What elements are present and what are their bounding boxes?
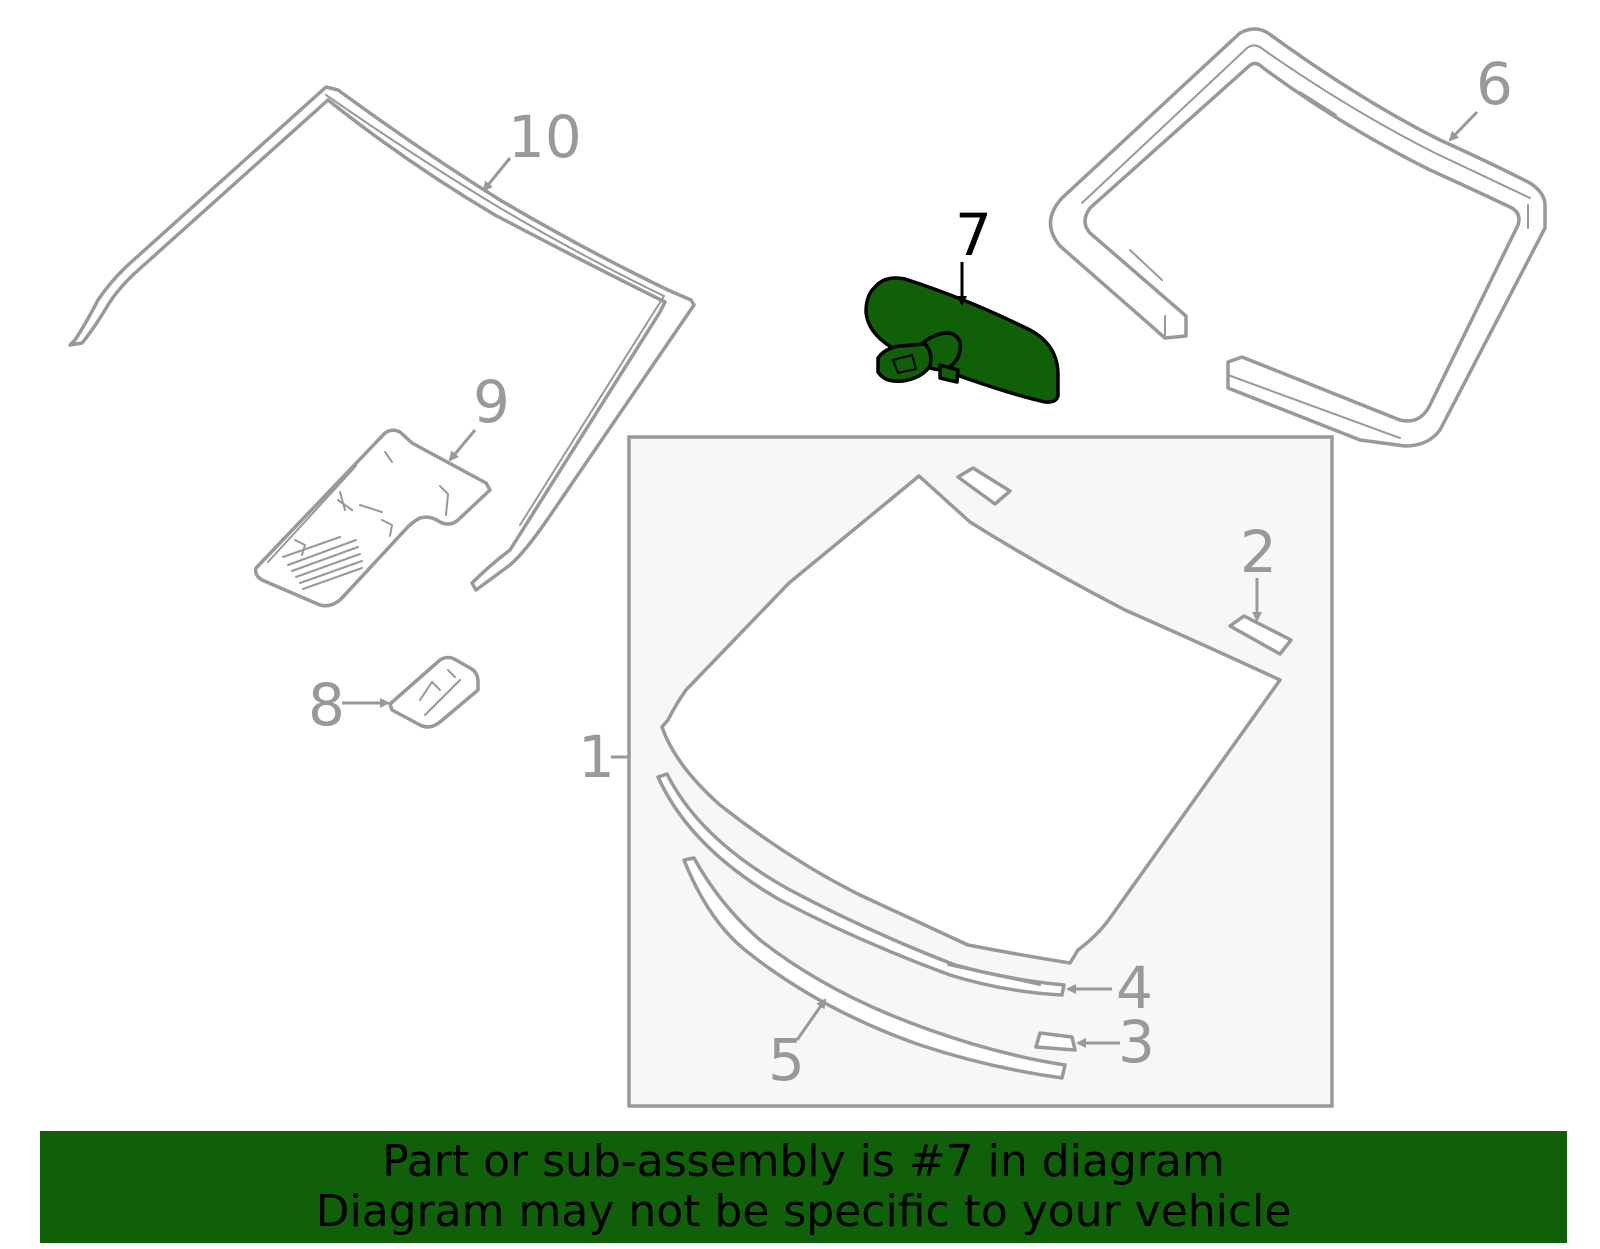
callout-10: 10 [508, 103, 582, 171]
callout-5: 5 [768, 1026, 805, 1094]
part-1-windshield[interactable] [660, 474, 1282, 965]
callout-2: 2 [1240, 518, 1277, 586]
callout-7: 7 [955, 201, 992, 269]
part-9-bracket-cover[interactable] [253, 428, 492, 608]
callout-4: 4 [1116, 954, 1153, 1022]
part-10-molding[interactable] [68, 85, 696, 592]
callout-1: 1 [578, 723, 615, 791]
part-2-pad[interactable] [1228, 614, 1293, 656]
callout-6: 6 [1476, 50, 1513, 118]
callout-lines [342, 110, 1479, 1048]
callout-3: 3 [1118, 1008, 1155, 1076]
part-8-small-bracket[interactable] [388, 655, 480, 729]
callout-numbers: 1 2 3 4 5 6 7 8 9 10 [308, 50, 1513, 1094]
part-5-weatherstrip[interactable] [682, 856, 1067, 1080]
info-banner: Part or sub-assembly is #7 in diagram Di… [40, 1131, 1567, 1243]
part-6-weatherstrip[interactable] [1048, 27, 1547, 448]
banner-line-1: Part or sub-assembly is #7 in diagram [382, 1136, 1225, 1187]
banner-line-2: Diagram may not be specific to your vehi… [315, 1186, 1292, 1237]
callout-8: 8 [308, 671, 345, 739]
part-4-lower-molding[interactable] [656, 772, 1066, 997]
callout-9: 9 [473, 368, 510, 436]
part-7-rearview-mirror[interactable] [864, 276, 1060, 404]
top-glass-pad [956, 466, 1012, 506]
part-3-clip[interactable] [1034, 1031, 1077, 1052]
